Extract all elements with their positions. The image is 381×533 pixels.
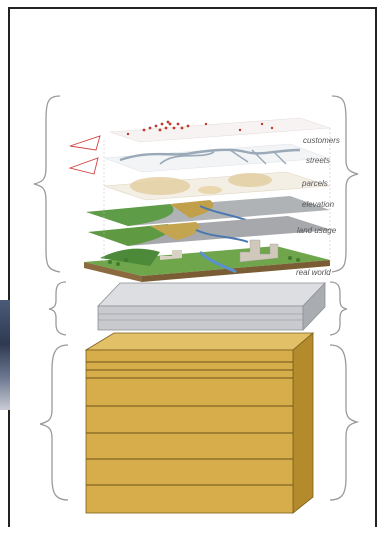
right-brace-icon [330, 345, 357, 500]
layer-label-real-world: real world [296, 268, 331, 277]
layer-label-customers: customers [303, 136, 340, 145]
left-brace-icon [34, 96, 60, 272]
server-unit [98, 283, 325, 330]
left-brace-icon [49, 282, 66, 335]
layer-label-streets: streets [306, 156, 330, 165]
layer-label-land-usage: land usage [297, 226, 337, 235]
real-world-layer [84, 240, 330, 282]
left-brace-icon [40, 345, 68, 500]
right-brace-icon [330, 282, 347, 335]
layer-label-parcels: parcels [301, 179, 328, 188]
storage-cabinet [86, 333, 313, 513]
streets-layer [70, 144, 328, 174]
right-brace-icon [332, 96, 358, 272]
parcels-layer [104, 172, 330, 200]
layer-label-elevation: elevation [302, 200, 335, 209]
